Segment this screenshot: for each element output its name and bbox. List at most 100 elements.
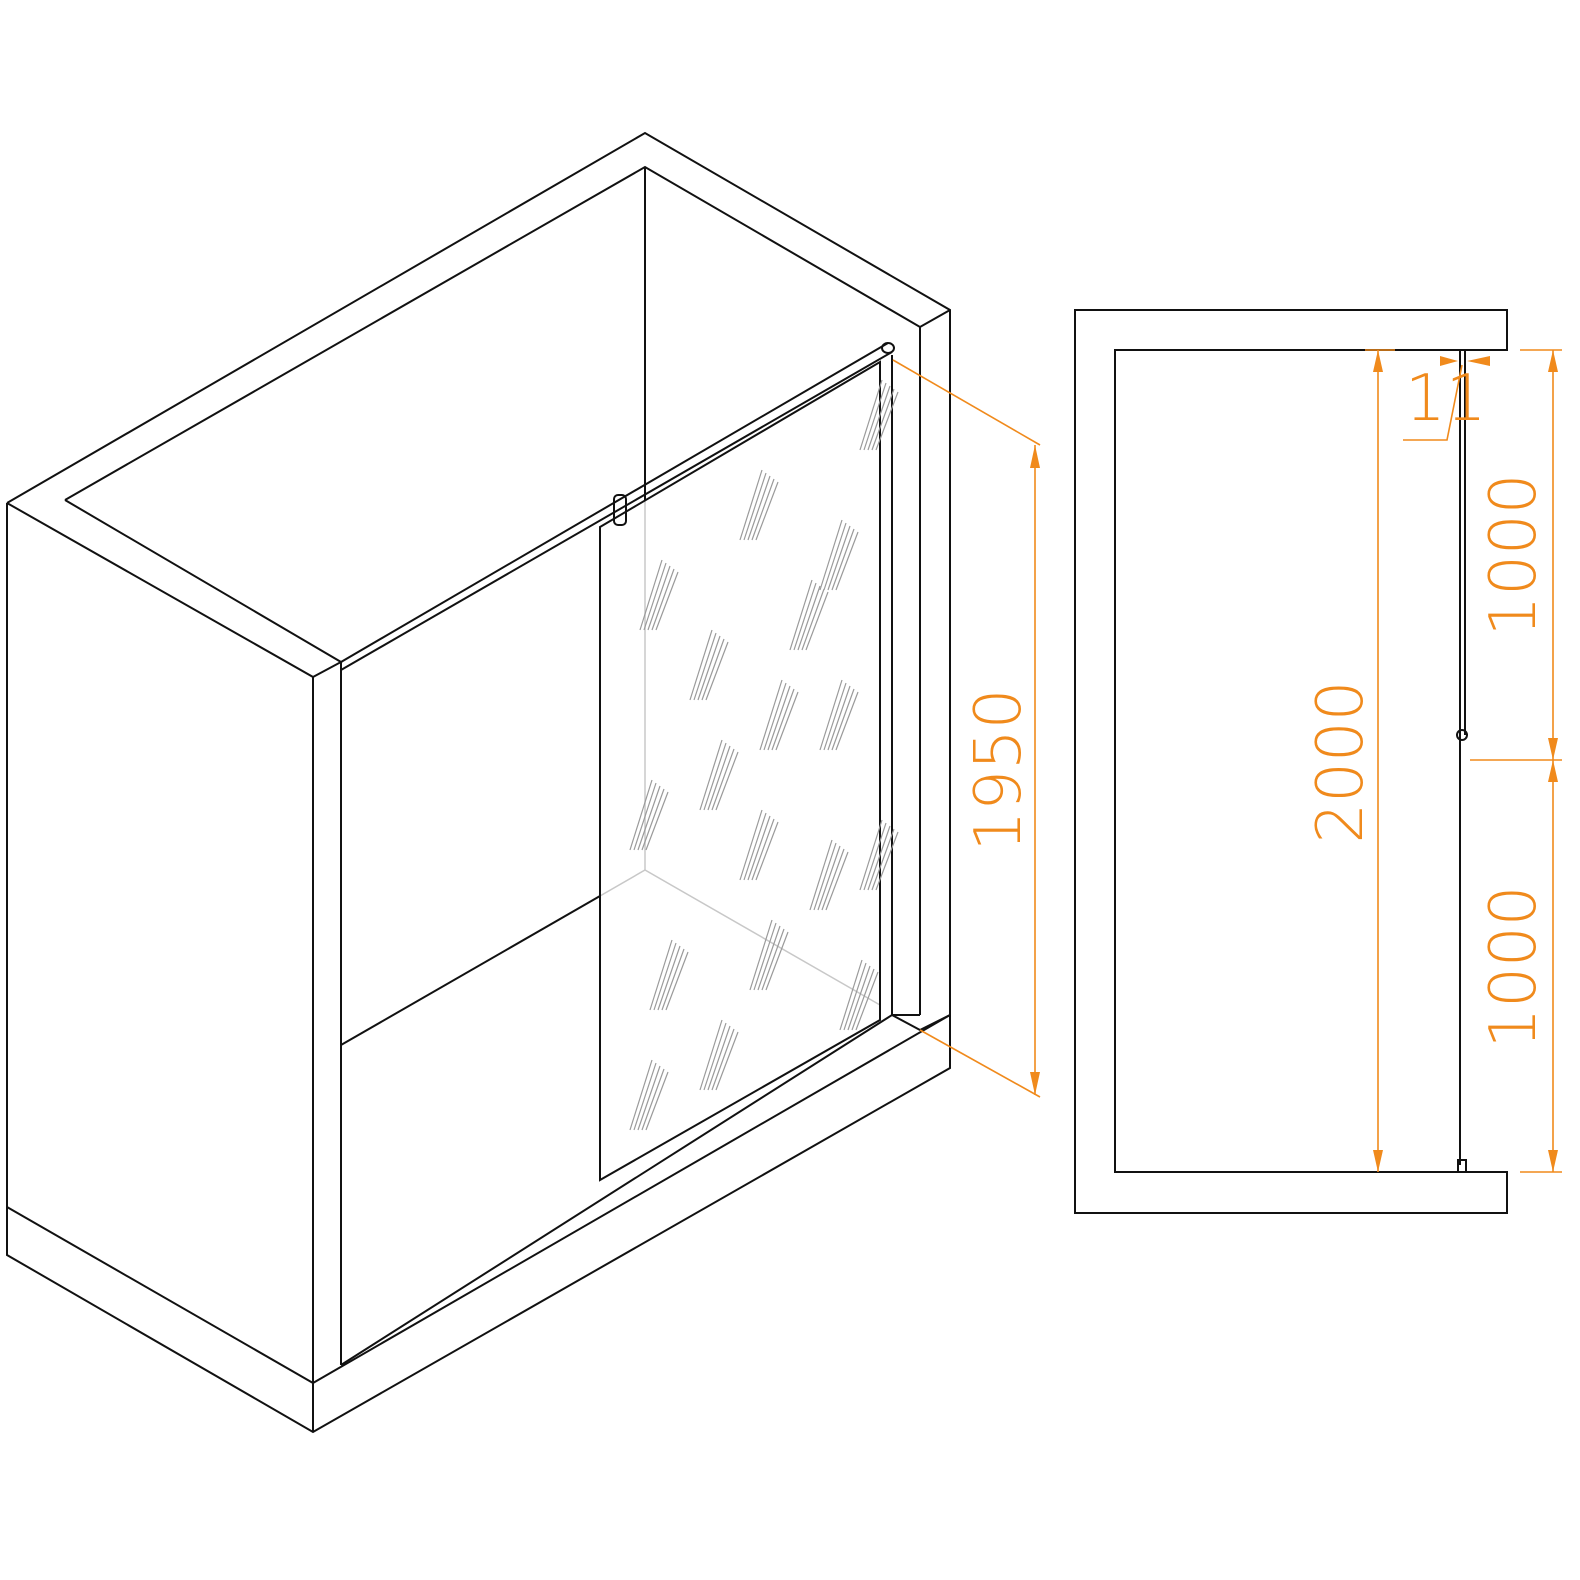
hatch-stroke <box>819 679 843 751</box>
hatch-stroke <box>855 971 879 1031</box>
hatch-stroke <box>875 831 899 891</box>
hatch-stroke <box>651 568 675 631</box>
hatch-stroke <box>819 519 843 591</box>
hatch-stroke <box>757 925 781 991</box>
hatch-stroke <box>653 942 677 1011</box>
hatch-stroke <box>771 688 795 751</box>
hatch-stroke <box>871 388 895 451</box>
hatch-stroke <box>639 559 663 631</box>
hatch-stroke <box>821 848 845 911</box>
hatch-stroke <box>831 688 855 751</box>
hatch-stroke <box>701 638 725 701</box>
hatch-stroke <box>835 691 859 751</box>
hatch-stroke <box>831 528 855 591</box>
hatch-stroke <box>825 851 849 911</box>
hatch-stroke <box>859 819 883 891</box>
hatch-stroke <box>641 1068 665 1131</box>
dimension-label: 1000 <box>1477 886 1551 1049</box>
hatch-stroke <box>867 825 891 891</box>
hatch-stroke <box>751 478 775 541</box>
hatch-stroke <box>755 481 779 541</box>
hatch-stroke <box>699 1019 723 1091</box>
hatch-stroke <box>763 682 787 751</box>
hatch-stroke <box>629 779 653 851</box>
hatch-stroke <box>751 818 775 881</box>
glass-pattern <box>629 379 899 1131</box>
hatch-stroke <box>851 968 875 1031</box>
hatch-stroke <box>633 782 657 851</box>
hatch-stroke <box>641 788 665 851</box>
hatch-stroke <box>739 469 763 541</box>
hatch-stroke <box>655 571 679 631</box>
glass-panel <box>599 355 899 1182</box>
isometric-view <box>6 131 951 1434</box>
hatch-stroke <box>793 582 817 651</box>
hatch-stroke <box>809 839 833 911</box>
hatch-stroke <box>823 522 847 591</box>
hatch-stroke <box>761 928 785 991</box>
hatch-stroke <box>767 685 791 751</box>
hatch-stroke <box>827 685 851 751</box>
hatch-stroke <box>813 842 837 911</box>
dimension-label: 1950 <box>962 689 1036 852</box>
hatch-stroke <box>707 745 731 811</box>
hatch-stroke <box>847 965 871 1031</box>
plan-view <box>1074 309 1508 1214</box>
hatch-stroke <box>711 1028 735 1091</box>
hatch-stroke <box>747 815 771 881</box>
hatch-stroke <box>797 585 821 651</box>
hatch-stroke <box>875 391 899 451</box>
hatch-stroke <box>863 382 887 451</box>
hatch-stroke <box>749 919 773 991</box>
dimension-height: 1950 <box>892 359 1041 1098</box>
dimension-label: 11 <box>1405 362 1486 436</box>
hatch-stroke <box>739 809 763 881</box>
hatch-stroke <box>661 948 685 1011</box>
hatch-stroke <box>711 748 735 811</box>
hatch-stroke <box>637 1065 661 1131</box>
hatch-stroke <box>789 579 813 651</box>
roller-icon <box>613 494 627 526</box>
hatch-stroke <box>775 691 799 751</box>
hatch-stroke <box>703 742 727 811</box>
hatch-stroke <box>743 812 767 881</box>
hatch-stroke <box>753 922 777 991</box>
hatch-stroke <box>823 682 847 751</box>
hatch-stroke <box>805 591 829 651</box>
hatch-stroke <box>759 679 783 751</box>
hatch-stroke <box>743 472 767 541</box>
hatch-stroke <box>867 385 891 451</box>
hatch-stroke <box>689 629 713 701</box>
hatch-stroke <box>637 785 661 851</box>
hatch-stroke <box>765 931 789 991</box>
hatch-stroke <box>693 632 717 701</box>
hatch-stroke <box>697 635 721 701</box>
hatch-stroke <box>859 379 883 451</box>
hatch-stroke <box>835 531 859 591</box>
dimension-label: 2000 <box>1304 681 1378 844</box>
hatch-stroke <box>645 1071 669 1131</box>
hatch-stroke <box>755 821 779 881</box>
hatch-stroke <box>665 951 689 1011</box>
hatch-stroke <box>817 845 841 911</box>
plan-dimensions: 2000 1000 1000 11 <box>1304 349 1562 1173</box>
hatch-stroke <box>843 962 867 1031</box>
hatch-stroke <box>747 475 771 541</box>
hatch-stroke <box>827 525 851 591</box>
hatch-stroke <box>705 641 729 701</box>
hatch-stroke <box>801 588 825 651</box>
dimension-label: 1000 <box>1477 474 1551 637</box>
hatch-stroke <box>629 1059 653 1131</box>
hatch-stroke <box>715 751 739 811</box>
hatch-stroke <box>657 945 681 1011</box>
hatch-stroke <box>645 791 669 851</box>
hatch-stroke <box>643 562 667 631</box>
hatch-stroke <box>871 828 895 891</box>
hatch-stroke <box>707 1025 731 1091</box>
sliding-rail <box>340 342 895 671</box>
hatch-stroke <box>633 1062 657 1131</box>
hatch-stroke <box>839 959 863 1031</box>
hatch-stroke <box>703 1022 727 1091</box>
